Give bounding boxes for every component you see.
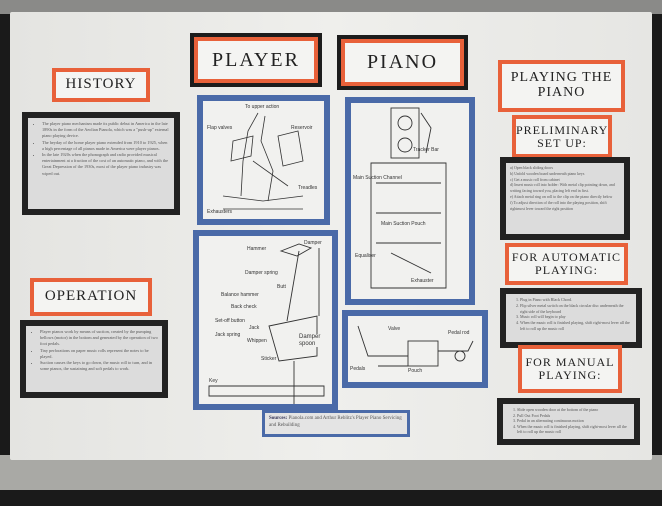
list-item: f) To adjust direction of the roll into …: [510, 200, 607, 211]
title-piano: PIANO: [337, 35, 468, 90]
diagram-label: Equaliser: [355, 253, 376, 259]
preliminary-label: PRELIMINARY SET UP:: [512, 115, 612, 158]
list-item: When the music roll is finished playing,…: [520, 320, 632, 332]
playing-label-text: PLAYING THE PIANO: [502, 64, 621, 108]
list-item: c) Get a music roll from cabinet: [510, 177, 560, 182]
list-item: In the late 1920s when the phonograph an…: [42, 152, 170, 177]
list-item: Music roll will begin to play: [520, 314, 632, 320]
diagram-label: Valve: [388, 326, 401, 332]
sources-panel: Sources: Pianola.com and Arthur Reblitz'…: [262, 410, 410, 437]
list-item: b) Unfold wooden board underneath piano …: [510, 171, 585, 176]
diagram-label: Main Suction Pouch: [381, 221, 426, 227]
list-item: Pull Out Foot Pedals: [517, 413, 630, 419]
list-item: The player piano mechanism made its publ…: [42, 121, 170, 140]
diagram-label: Main Suction Channel: [353, 175, 402, 181]
diagram-label: Damper spoon: [299, 334, 329, 347]
automatic-label: FOR AUTOMATIC PLAYING:: [505, 243, 628, 285]
list-item: d) Insert music roll into holder: With m…: [510, 183, 615, 194]
list-item: The heyday of the home player piano exte…: [42, 140, 170, 152]
diagram-label: Reservoir: [291, 125, 313, 131]
wall-top: [0, 0, 662, 14]
diagram-label: Whippen: [247, 338, 267, 344]
manual-label-text: FOR MANUAL PLAYING:: [522, 349, 618, 389]
diagram-label: Treadles: [298, 185, 318, 191]
diagram-pneumatics: To upper action Flap valves Reservoir Tr…: [197, 95, 330, 225]
diagram-label: Back check: [231, 304, 257, 310]
sources-text: Pianola.com and Arthur Reblitz's Player …: [269, 416, 402, 428]
history-label: HISTORY: [52, 68, 150, 102]
pneumatics-drawing: [222, 112, 304, 210]
diagram-label: Hammer: [247, 246, 267, 252]
diagram-label: Sticker: [261, 356, 277, 362]
manual-label: FOR MANUAL PLAYING:: [518, 345, 622, 393]
diagram-label: Butt: [277, 284, 286, 290]
manual-text-panel: Slide open wooden door at the bottom of …: [497, 398, 640, 445]
list-item: When the music roll is finished playing,…: [517, 424, 630, 435]
list-item: Player pianos work by means of suction, …: [40, 329, 158, 348]
diagram-label: Jack: [249, 325, 260, 331]
title-piano-text: PIANO: [345, 43, 460, 82]
pedal-drawing: [357, 325, 474, 367]
diagram-label: Pedal rod: [448, 330, 470, 336]
diagram-label: Set-off button: [215, 318, 245, 324]
history-label-text: HISTORY: [56, 72, 146, 98]
diagram-label: Balance hammer: [221, 292, 259, 298]
diagram-label: Flap valves: [207, 125, 233, 131]
history-text-panel: The player piano mechanism made its publ…: [22, 112, 180, 215]
list-item: Tiny perforations on paper music rolls r…: [40, 348, 158, 360]
diagram-label: Exhausters: [207, 209, 233, 215]
list-item: Suction causes the keys to go down, the …: [40, 360, 158, 372]
title-player-text: PLAYER: [198, 41, 314, 79]
automatic-label-text: FOR AUTOMATIC PLAYING:: [509, 247, 624, 281]
list-item: Slide open wooden door at the bottom of …: [517, 407, 630, 413]
automatic-list: Plug in Piano with Black Chord.Flip silv…: [510, 297, 632, 332]
diagram-label: Jack spring: [215, 332, 241, 338]
diagram-pedal-mechanism: Pedals Pouch Valve Pedal rod: [342, 310, 488, 388]
diagram-label: Tracker Bar: [413, 147, 439, 153]
sources-label: Sources:: [269, 416, 288, 421]
diagram-label: Key: [209, 378, 218, 384]
diagram-label: Pouch: [408, 368, 423, 374]
diagram-label: To upper action: [245, 104, 280, 110]
list-item: a) Open black sliding doors: [510, 166, 554, 170]
list-item: e) Attach metal ring on roll to the clip…: [510, 194, 613, 199]
list-item: Plug in Piano with Black Chord.: [520, 297, 632, 303]
title-player: PLAYER: [190, 33, 322, 87]
diagram-label: Damper: [304, 240, 322, 246]
operation-label-text: OPERATION: [34, 282, 148, 312]
diagram-action: Hammer Damper Damper spring Butt Balance…: [193, 230, 338, 410]
preliminary-label-text: PRELIMINARY SET UP:: [516, 119, 608, 154]
operation-text-panel: Player pianos work by means of suction, …: [20, 320, 168, 398]
action-drawing: [208, 243, 325, 404]
automatic-text-panel: Plug in Piano with Black Chord.Flip silv…: [500, 288, 642, 348]
list-item: Pedal in an alternating continuous motio…: [517, 418, 630, 424]
playing-label: PLAYING THE PIANO: [498, 60, 625, 112]
operation-label: OPERATION: [30, 278, 152, 316]
diagram-label: Exhauster: [411, 278, 434, 284]
diagram-label: Pedals: [350, 366, 366, 372]
piano-cutaway-drawing: [370, 107, 447, 289]
history-list: The player piano mechanism made its publ…: [32, 121, 170, 177]
floor: [0, 455, 662, 490]
list-item: Flip silver metal switch on the black ci…: [520, 303, 632, 315]
diagram-label: Damper spring: [245, 270, 278, 276]
diagram-piano-cutaway: Tracker Bar Main Suction Channel Main Su…: [345, 97, 475, 305]
manual-list: Slide open wooden door at the bottom of …: [507, 407, 630, 435]
operation-list: Player pianos work by means of suction, …: [30, 329, 158, 372]
